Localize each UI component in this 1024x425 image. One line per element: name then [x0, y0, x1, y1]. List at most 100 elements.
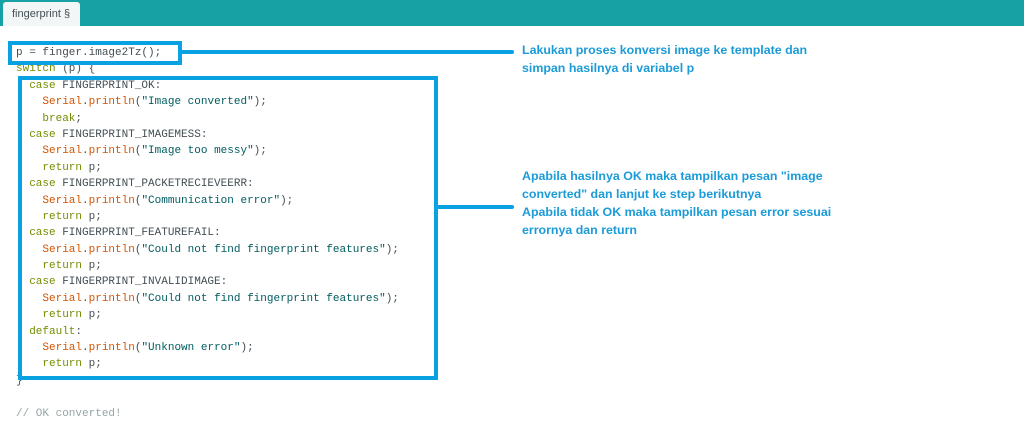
code-text: ); [385, 243, 399, 256]
code-line: case FINGERPRINT_OK: [16, 78, 399, 94]
code-line: Serial.println("Could not find fingerpri… [16, 291, 399, 307]
code-text: . [82, 96, 89, 109]
code-line: Serial.println("Image converted"); [16, 94, 399, 110]
code-text: p; [82, 210, 102, 223]
code-line: Serial.println("Unknown error"); [16, 340, 399, 356]
code-keyword: case [16, 227, 56, 240]
code-line: case FINGERPRINT_IMAGEMESS: [16, 127, 399, 143]
code-text: ); [280, 194, 294, 207]
code-line: p = finger.image2Tz(); [16, 45, 399, 61]
code-line: return p; [16, 258, 399, 274]
code-string: "Unknown error" [141, 342, 241, 355]
highlight-box-switch-cases [18, 76, 438, 380]
code-function: Serial [16, 292, 83, 305]
code-text: FINGERPRINT_FEATUREFAIL: [55, 227, 221, 240]
code-text: . [82, 292, 89, 305]
code-text: ); [240, 342, 254, 355]
code-text: ( [134, 292, 142, 305]
code-text: FINGERPRINT_PACKETRECIEVEERR: [55, 178, 254, 191]
code-keyword: default [16, 325, 76, 338]
code-function: Serial [16, 96, 83, 109]
code-text: p; [82, 260, 102, 273]
code-line: case FINGERPRINT_PACKETRECIEVEERR: [16, 176, 399, 192]
code-line: Serial.println("Image too messy"); [16, 143, 399, 159]
annotation-line: Apabila tidak OK maka tampilkan pesan er… [522, 205, 832, 219]
code-text: } [16, 374, 23, 387]
code-text: (p) { [55, 63, 96, 76]
annotation-line: converted" dan lanjut ke step berikutnya [522, 187, 762, 201]
code-text: ( [134, 342, 142, 355]
connector-line-2 [436, 205, 514, 209]
code-text: . [82, 145, 89, 158]
code-string: "Image too messy" [141, 145, 254, 158]
code-text: FINGERPRINT_OK: [55, 79, 162, 92]
code-text: ( [134, 243, 142, 256]
code-function: Serial [16, 243, 83, 256]
code-function: println [88, 96, 135, 109]
code-text: ); [253, 145, 267, 158]
annotation-image-conversion: Lakukan proses konversi image ke templat… [522, 41, 807, 77]
annotation-result-handling: Apabila hasilnya OK maka tampilkan pesan… [522, 167, 831, 239]
code-keyword: return [16, 358, 83, 371]
code-line: // OK converted! [16, 406, 399, 422]
code-function: println [88, 292, 135, 305]
code-keyword: return [16, 161, 83, 174]
code-line: return p; [16, 307, 399, 323]
code-keyword: case [16, 128, 56, 141]
code-keyword: switch [16, 63, 56, 76]
code-text: . [82, 194, 89, 207]
code-text: FINGERPRINT_IMAGEMESS: [55, 128, 208, 141]
code-text: ; [75, 112, 83, 125]
code-text: p; [82, 358, 102, 371]
code-keyword: break [16, 112, 76, 125]
code-function: println [88, 243, 135, 256]
code-text: . [82, 243, 89, 256]
connector-line-1 [180, 50, 514, 54]
highlight-box-image2tz [8, 41, 182, 65]
code-line [16, 389, 399, 405]
code-function: println [88, 342, 135, 355]
code-string: "Could not find fingerprint features" [141, 292, 386, 305]
annotation-line: Apabila hasilnya OK maka tampilkan pesan… [522, 169, 823, 183]
code-text: p; [82, 161, 102, 174]
code-function: println [88, 145, 135, 158]
code-text: ); [253, 96, 267, 109]
code-line: switch (p) { [16, 61, 399, 77]
code-editor[interactable]: p = finger.image2Tz(); switch (p) { case … [16, 45, 399, 422]
code-function: Serial [16, 342, 83, 355]
code-text: : [75, 325, 83, 338]
code-line: break; [16, 111, 399, 127]
code-text: ( [134, 194, 142, 207]
code-keyword: case [16, 79, 56, 92]
code-keyword: return [16, 210, 83, 223]
tab-fingerprint[interactable]: fingerprint § [3, 2, 80, 26]
code-line: default: [16, 324, 399, 340]
code-line: return p; [16, 209, 399, 225]
annotation-line: Lakukan proses konversi image ke templat… [522, 43, 808, 57]
editor-tab-bar: fingerprint § [0, 0, 1024, 26]
code-line: return p; [16, 160, 399, 176]
code-line: case FINGERPRINT_INVALIDIMAGE: [16, 274, 399, 290]
code-string: "Communication error" [141, 194, 281, 207]
code-text: p; [82, 309, 102, 322]
code-string: "Image converted" [141, 96, 254, 109]
code-comment: // OK converted! [16, 407, 122, 420]
code-line: Serial.println("Could not find fingerpri… [16, 242, 399, 258]
code-text: . [82, 342, 89, 355]
code-keyword: case [16, 178, 56, 191]
code-function: Serial [16, 194, 83, 207]
code-text: ( [134, 96, 142, 109]
code-keyword: case [16, 276, 56, 289]
code-keyword: return [16, 309, 83, 322]
code-line: return p; [16, 356, 399, 372]
code-text: ); [385, 292, 399, 305]
code-line: case FINGERPRINT_FEATUREFAIL: [16, 225, 399, 241]
annotation-line: simpan hasilnya di variabel p [522, 61, 695, 75]
code-string: "Could not find fingerprint features" [141, 243, 386, 256]
code-text: ( [134, 145, 142, 158]
code-keyword: return [16, 260, 83, 273]
code-function: Serial [16, 145, 83, 158]
code-text: FINGERPRINT_INVALIDIMAGE: [55, 276, 228, 289]
code-line: Serial.println("Communication error"); [16, 193, 399, 209]
code-text: p = finger.image2Tz(); [16, 47, 162, 59]
